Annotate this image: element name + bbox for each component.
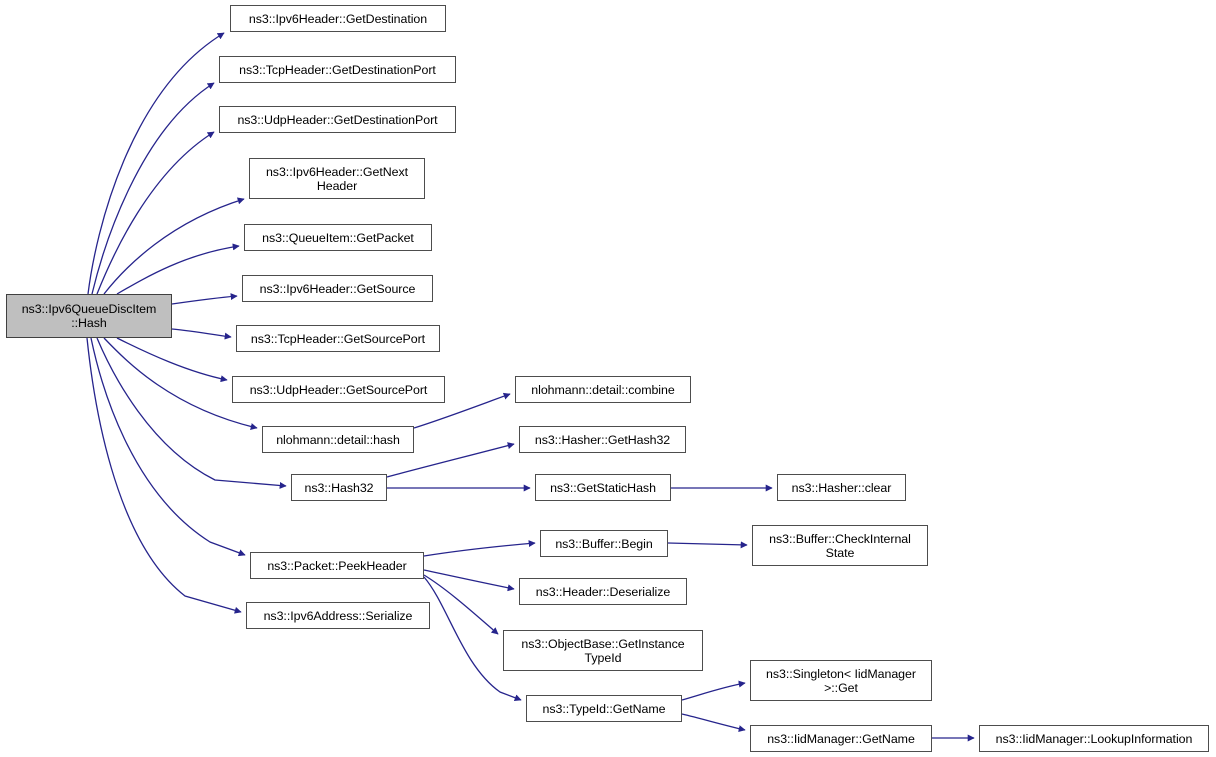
graph-node-peekheader[interactable]: ns3::Packet::PeekHeader xyxy=(250,552,424,579)
graph-node-getinstancetid[interactable]: ns3::ObjectBase::GetInstance TypeId xyxy=(503,630,703,671)
call-edge xyxy=(96,337,287,489)
graph-node-combine[interactable]: nlohmann::detail::combine xyxy=(515,376,691,403)
graph-node-tcpsrcport[interactable]: ns3::TcpHeader::GetSourcePort xyxy=(236,325,440,352)
call-edge xyxy=(90,337,246,557)
graph-node-getsource[interactable]: ns3::Ipv6Header::GetSource xyxy=(242,275,433,302)
graph-node-hasherclear[interactable]: ns3::Hasher::clear xyxy=(777,474,906,501)
graph-node-tidgetname[interactable]: ns3::TypeId::GetName xyxy=(526,695,682,722)
call-edge xyxy=(681,713,746,733)
graph-node-getpacket[interactable]: ns3::QueueItem::GetPacket xyxy=(244,224,432,251)
call-edge xyxy=(171,293,238,305)
call-edge xyxy=(91,82,215,295)
graph-node-deserialize[interactable]: ns3::Header::Deserialize xyxy=(519,578,687,605)
graph-node-hashergethash32[interactable]: ns3::Hasher::GetHash32 xyxy=(519,426,686,453)
graph-node-iidgetname[interactable]: ns3::IidManager::GetName xyxy=(750,725,932,752)
call-edge xyxy=(171,328,232,340)
call-edge xyxy=(681,680,746,701)
call-edge xyxy=(423,574,499,635)
graph-node-udpdestport[interactable]: ns3::UdpHeader::GetDestinationPort xyxy=(219,106,456,133)
call-edge xyxy=(116,243,240,295)
graph-node-nlohmannhash[interactable]: nlohmann::detail::hash xyxy=(262,426,414,453)
call-edge xyxy=(116,337,228,383)
call-edge xyxy=(87,32,225,295)
call-edge xyxy=(103,197,245,295)
graph-node-getstatichash[interactable]: ns3::GetStaticHash xyxy=(535,474,671,501)
graph-node-singletonget[interactable]: ns3::Singleton< IidManager >::Get xyxy=(750,660,932,701)
call-edge xyxy=(96,131,215,295)
call-edge xyxy=(423,540,536,557)
graph-node-udpsrcport[interactable]: ns3::UdpHeader::GetSourcePort xyxy=(232,376,445,403)
graph-node-getdest[interactable]: ns3::Ipv6Header::GetDestination xyxy=(230,5,446,32)
call-edge xyxy=(86,337,242,614)
graph-node-getnextheader[interactable]: ns3::Ipv6Header::GetNext Header xyxy=(249,158,425,199)
graph-node-serialize[interactable]: ns3::Ipv6Address::Serialize xyxy=(246,602,430,629)
graph-node-lookupinfo[interactable]: ns3::IidManager::LookupInformation xyxy=(979,725,1209,752)
graph-node-hash32[interactable]: ns3::Hash32 xyxy=(291,474,387,501)
graph-node-root[interactable]: ns3::Ipv6QueueDiscItem ::Hash xyxy=(6,294,172,338)
graph-node-bufferbegin[interactable]: ns3::Buffer::Begin xyxy=(540,530,668,557)
call-edge xyxy=(423,569,515,592)
call-edge xyxy=(667,541,748,549)
graph-node-tcpdestport[interactable]: ns3::TcpHeader::GetDestinationPort xyxy=(219,56,456,83)
graph-node-checkinternal[interactable]: ns3::Buffer::CheckInternal State xyxy=(752,525,928,566)
